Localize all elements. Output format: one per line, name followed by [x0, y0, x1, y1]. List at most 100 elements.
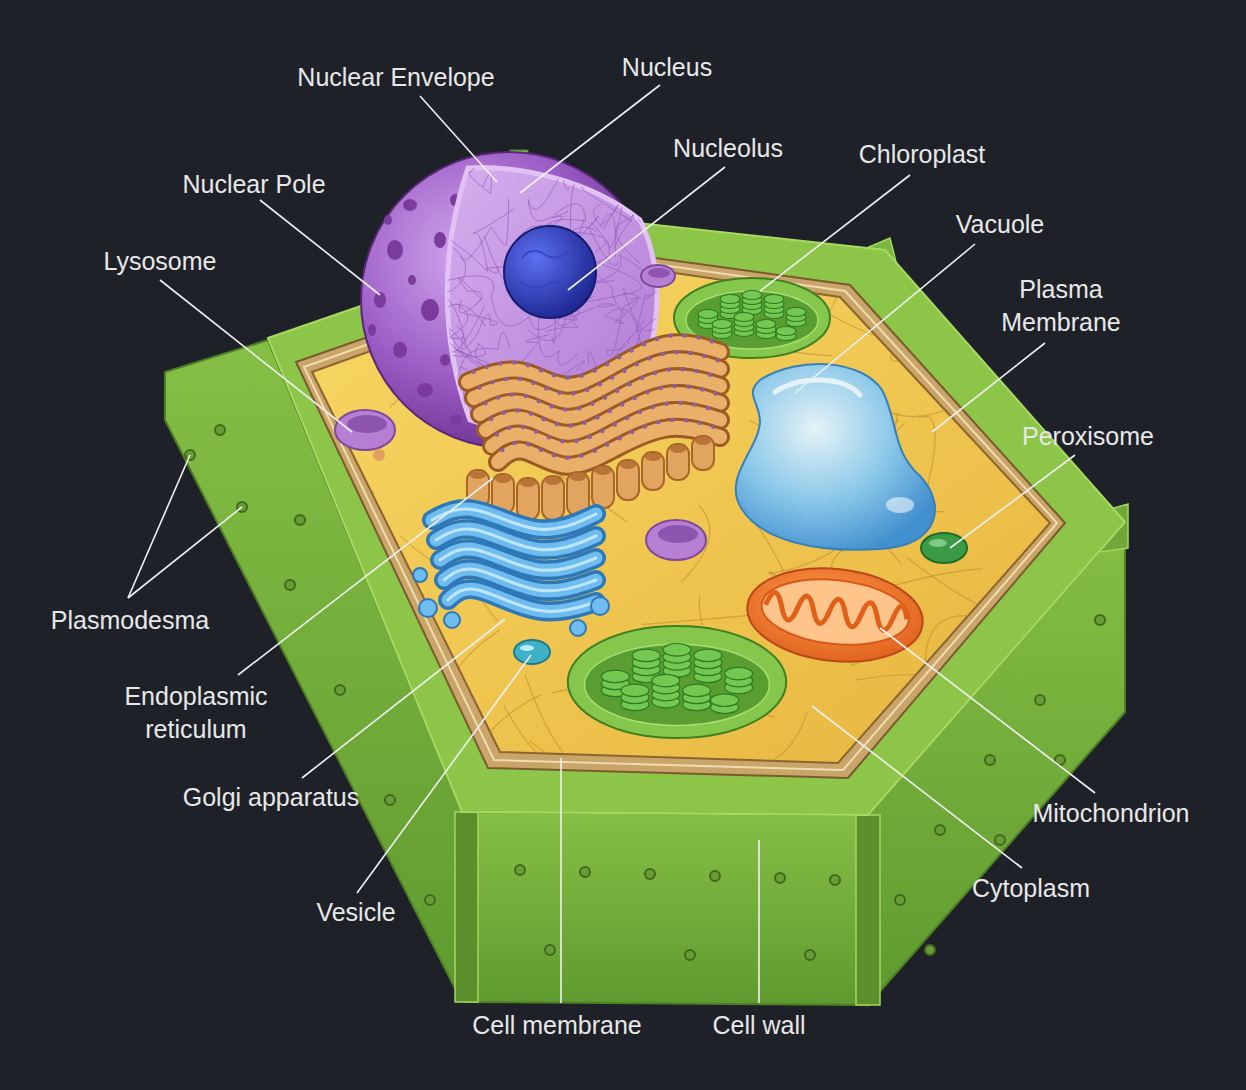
nuclear-pore — [421, 299, 439, 321]
chloroplast — [568, 626, 786, 738]
endoplasmic-reticulum — [638, 410, 642, 414]
plasmodesma-pore — [685, 950, 695, 960]
endoplasmic-reticulum — [674, 350, 678, 354]
part-label: Nuclear Pole — [182, 168, 325, 201]
cytoskeleton-fiber — [1039, 515, 1086, 588]
cytoskeleton-fiber — [925, 616, 995, 676]
endoplasmic-reticulum — [555, 422, 559, 426]
chloroplast — [742, 291, 762, 300]
chloroplast — [734, 313, 754, 322]
lysosome — [347, 415, 387, 433]
chromatin — [435, 151, 491, 194]
nuclear-pore — [384, 215, 392, 225]
plasmodesma-pore — [545, 945, 555, 955]
endoplasmic-reticulum — [622, 369, 626, 373]
nucleolus — [504, 226, 596, 318]
endoplasmic-reticulum — [529, 412, 533, 416]
nuclear-pore — [417, 383, 433, 397]
golgi-apparatus — [570, 620, 586, 636]
endoplasmic-reticulum — [603, 395, 607, 399]
nuclear-pore — [393, 342, 407, 358]
endoplasmic-reticulum — [510, 392, 514, 396]
endoplasmic-reticulum — [569, 423, 573, 427]
vesicle — [520, 645, 534, 651]
endoplasmic-reticulum — [565, 456, 569, 460]
cell-wall-face — [165, 150, 1128, 1005]
leader-line — [932, 343, 1045, 432]
chloroplast — [601, 670, 629, 683]
endoplasmic-reticulum — [702, 354, 706, 358]
cytoskeleton-fiber — [785, 271, 881, 280]
chloroplast — [711, 694, 739, 707]
part-label: Nuclear Envelope — [297, 61, 494, 94]
endoplasmic-reticulum — [670, 445, 686, 453]
endoplasmic-reticulum — [518, 377, 522, 381]
peroxisome — [929, 539, 947, 547]
endoplasmic-reticulum — [625, 416, 629, 420]
endoplasmic-reticulum — [672, 384, 676, 388]
endoplasmic-reticulum — [598, 382, 602, 386]
endoplasmic-reticulum — [610, 375, 614, 379]
endoplasmic-reticulum — [642, 342, 646, 346]
plasmodesma-pore — [215, 425, 225, 435]
golgi-apparatus — [413, 568, 427, 582]
leader-line — [760, 175, 910, 291]
endoplasmic-reticulum — [547, 435, 551, 439]
endoplasmic-reticulum — [544, 386, 548, 390]
chromatin — [623, 288, 667, 332]
endoplasmic-reticulum — [666, 368, 670, 372]
leader-line — [812, 706, 1022, 868]
endoplasmic-reticulum — [661, 352, 665, 356]
chloroplast — [776, 327, 796, 336]
endoplasmic-reticulum — [692, 402, 696, 406]
chloroplast — [698, 310, 718, 319]
cytoskeleton-fiber — [1025, 601, 1031, 638]
leader-line — [160, 280, 352, 432]
nuclear-pore — [450, 415, 462, 425]
endoplasmic-reticulum — [542, 476, 564, 520]
chromatin — [528, 169, 568, 221]
endoplasmic-reticulum — [552, 373, 556, 377]
part-label: Peroxisome — [1022, 420, 1154, 453]
endoplasmic-reticulum — [521, 425, 525, 429]
lysosome — [658, 525, 698, 543]
chloroplast — [764, 295, 784, 304]
cytoskeleton-fiber — [891, 307, 920, 361]
leader-line — [128, 455, 190, 598]
endoplasmic-reticulum — [579, 454, 583, 458]
chromatin — [460, 199, 508, 260]
vesicle — [514, 640, 550, 664]
nuclear-pore — [387, 240, 403, 260]
part-label: Mitochondrion — [1032, 797, 1189, 830]
endoplasmic-reticulum — [620, 461, 636, 469]
part-label: Vacuole — [956, 208, 1045, 241]
endoplasmic-reticulum — [495, 432, 499, 436]
part-label: Cell membrane — [472, 1009, 642, 1042]
leader-line — [950, 455, 1075, 548]
vacuole — [736, 364, 935, 550]
chromatin — [646, 205, 745, 271]
endoplasmic-reticulum — [571, 391, 575, 395]
endoplasmic-reticulum — [627, 382, 631, 386]
cytoskeleton-fiber — [440, 706, 494, 772]
endoplasmic-reticulum — [483, 401, 487, 405]
endoplasmic-reticulum — [502, 411, 506, 415]
endoplasmic-reticulum — [605, 443, 609, 447]
endoplasmic-reticulum — [651, 405, 655, 409]
endoplasmic-reticulum — [587, 435, 591, 439]
endoplasmic-reticulum — [574, 439, 578, 443]
chloroplast — [694, 649, 722, 662]
endoplasmic-reticulum — [695, 437, 711, 445]
leader-line — [128, 507, 242, 598]
cytoskeleton-fiber — [757, 712, 807, 769]
endoplasmic-reticulum — [585, 388, 589, 392]
endoplasmic-reticulum — [485, 365, 489, 369]
endoplasmic-reticulum — [715, 358, 719, 362]
endoplasmic-reticulum — [694, 369, 698, 373]
leader-line — [880, 628, 1095, 793]
cytoskeleton-fiber — [449, 630, 500, 694]
plasmodesma-pore — [805, 950, 815, 960]
plasmodesma-pore — [895, 895, 905, 905]
